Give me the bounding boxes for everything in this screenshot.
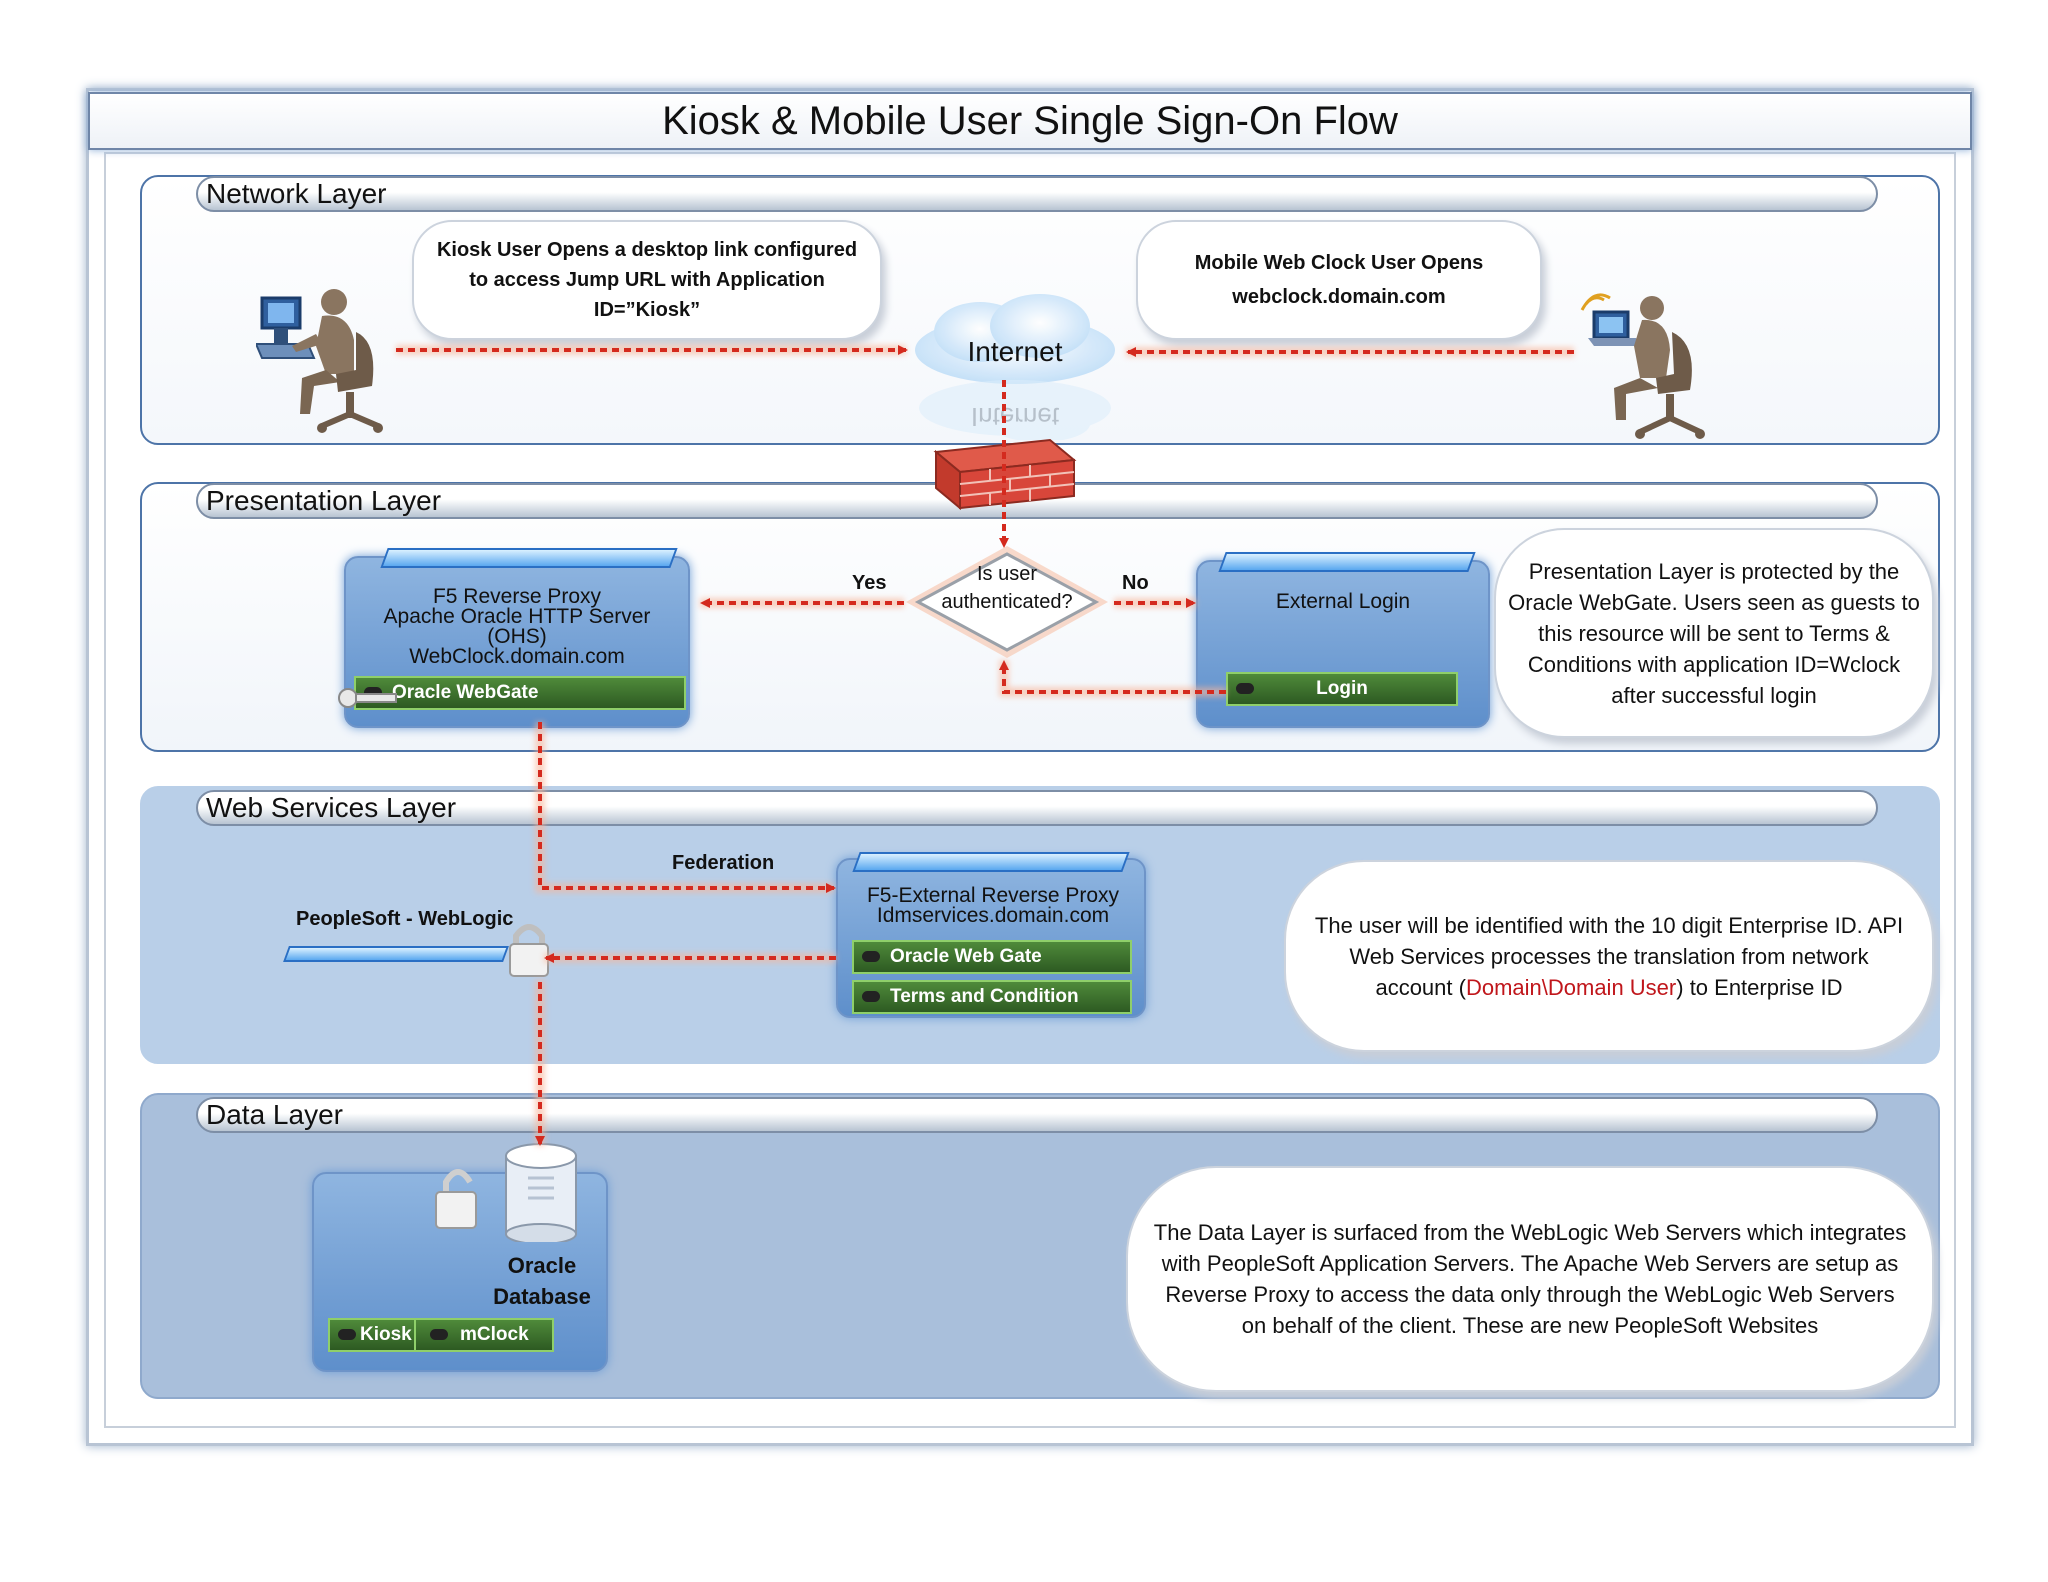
f5-server-top-plate bbox=[380, 548, 678, 568]
yes-label: Yes bbox=[852, 572, 887, 594]
decision-text: Is user authenticated? bbox=[902, 560, 1112, 616]
login-label: Login bbox=[1316, 678, 1368, 699]
web-services-note-text: The user will be identified with the 10 … bbox=[1310, 910, 1908, 1003]
kiosk-callout-text: Kiosk User Opens a desktop link configur… bbox=[436, 239, 858, 321]
title-bar: Kiosk & Mobile User Single Sign-On Flow bbox=[88, 92, 1972, 150]
kiosk-label: Kiosk bbox=[360, 1324, 412, 1345]
mobile-user-callout: Mobile Web Clock User Opens webclock.dom… bbox=[1136, 220, 1542, 340]
note-highlight: Domain\Domain User bbox=[1465, 974, 1677, 1000]
db-line1: Oracle bbox=[507, 1253, 577, 1278]
no-label: No bbox=[1122, 572, 1149, 594]
database-icon bbox=[435, 1143, 577, 1242]
data-layer-header: Data Layer bbox=[196, 1097, 1878, 1133]
f5-line3: (OHS) bbox=[487, 625, 547, 648]
ext-server-text: F5-External Reverse Proxy Idmservices.do… bbox=[840, 884, 1146, 927]
weblogic-server-plate bbox=[283, 946, 509, 962]
decision-line1: Is user bbox=[976, 563, 1038, 585]
mclock-bar: mClock bbox=[414, 1318, 554, 1352]
decision-line2: authenticated? bbox=[941, 591, 1073, 613]
authentication-decision bbox=[906, 546, 1108, 658]
kiosk-user-icon bbox=[256, 289, 383, 433]
internet-label: Internet bbox=[967, 336, 1063, 367]
peoplesoft-weblogic-label: PeopleSoft - WebLogic bbox=[296, 908, 514, 930]
network-layer-header: Network Layer bbox=[196, 176, 1878, 212]
presentation-layer-label: Presentation Layer bbox=[206, 485, 442, 516]
external-login-label: External Login bbox=[1275, 590, 1411, 613]
web-services-layer-label: Web Services Layer bbox=[206, 792, 457, 823]
mobile-callout-line2: webclock.domain.com bbox=[1232, 286, 1446, 308]
kiosk-bar: Kiosk bbox=[328, 1318, 416, 1352]
note-part1: The user will be identified with the 10 … bbox=[1314, 912, 1904, 1000]
webgate-key-icon bbox=[338, 688, 397, 708]
ext-line1: F5-External Reverse Proxy bbox=[866, 884, 1120, 907]
terms-condition-label: Terms and Condition bbox=[890, 986, 1079, 1007]
terms-condition-bar: Terms and Condition bbox=[852, 980, 1132, 1014]
key-icon bbox=[364, 687, 382, 698]
ext-line2: Idmservices.domain.com bbox=[876, 904, 1110, 927]
login-server-top-plate bbox=[1218, 552, 1476, 572]
data-layer-note-text: The Data Layer is surfaced from the WebL… bbox=[1153, 1220, 1907, 1338]
oracle-web-gate-bar: Oracle Web Gate bbox=[852, 940, 1132, 974]
oracle-webgate-bar: Oracle WebGate bbox=[354, 676, 686, 710]
kiosk-user-callout: Kiosk User Opens a desktop link configur… bbox=[412, 220, 882, 340]
data-layer-label: Data Layer bbox=[206, 1099, 343, 1130]
key-icon bbox=[862, 991, 880, 1002]
data-layer-note-callout: The Data Layer is surfaced from the WebL… bbox=[1126, 1166, 1934, 1392]
federation-label: Federation bbox=[672, 852, 775, 874]
diagram-title: Kiosk & Mobile User Single Sign-On Flow bbox=[662, 98, 1398, 143]
login-bar: Login bbox=[1226, 672, 1458, 706]
oracle-web-gate-label: Oracle Web Gate bbox=[890, 946, 1042, 967]
db-line2: Database bbox=[493, 1284, 591, 1309]
network-layer-label: Network Layer bbox=[206, 178, 387, 209]
f5-line4: WebClock.domain.com bbox=[409, 645, 625, 668]
mobile-callout-line1: Mobile Web Clock User Opens bbox=[1194, 252, 1484, 274]
oracle-database-label: Oracle Database bbox=[462, 1250, 622, 1312]
mclock-label: mClock bbox=[460, 1324, 529, 1345]
oracle-webgate-label: Oracle WebGate bbox=[392, 682, 539, 703]
presentation-note-callout: Presentation Layer is protected by the O… bbox=[1494, 528, 1934, 738]
note-part2: ) to Enterprise ID bbox=[1676, 974, 1843, 1000]
web-services-layer-header: Web Services Layer bbox=[196, 790, 1878, 826]
key-icon bbox=[1236, 683, 1254, 694]
internet-cloud-icon: Internet bbox=[915, 294, 1115, 440]
key-icon bbox=[338, 1329, 356, 1340]
presentation-note-text: Presentation Layer is protected by the O… bbox=[1508, 558, 1920, 708]
svg-text:Internet: Internet bbox=[971, 402, 1060, 432]
key-icon bbox=[862, 951, 880, 962]
web-services-note-callout: The user will be identified with the 10 … bbox=[1284, 860, 1934, 1052]
ext-server-top-plate bbox=[852, 852, 1130, 872]
firewall-icon bbox=[933, 438, 1077, 510]
key-icon bbox=[430, 1329, 448, 1340]
f5-line2: Apache Oracle HTTP Server bbox=[383, 605, 651, 628]
mobile-user-icon bbox=[1580, 293, 1705, 439]
f5-server-text: F5 Reverse Proxy Apache Oracle HTTP Serv… bbox=[352, 585, 682, 668]
weblogic-lock-icon bbox=[509, 924, 549, 977]
f5-line1: F5 Reverse Proxy bbox=[432, 585, 602, 608]
